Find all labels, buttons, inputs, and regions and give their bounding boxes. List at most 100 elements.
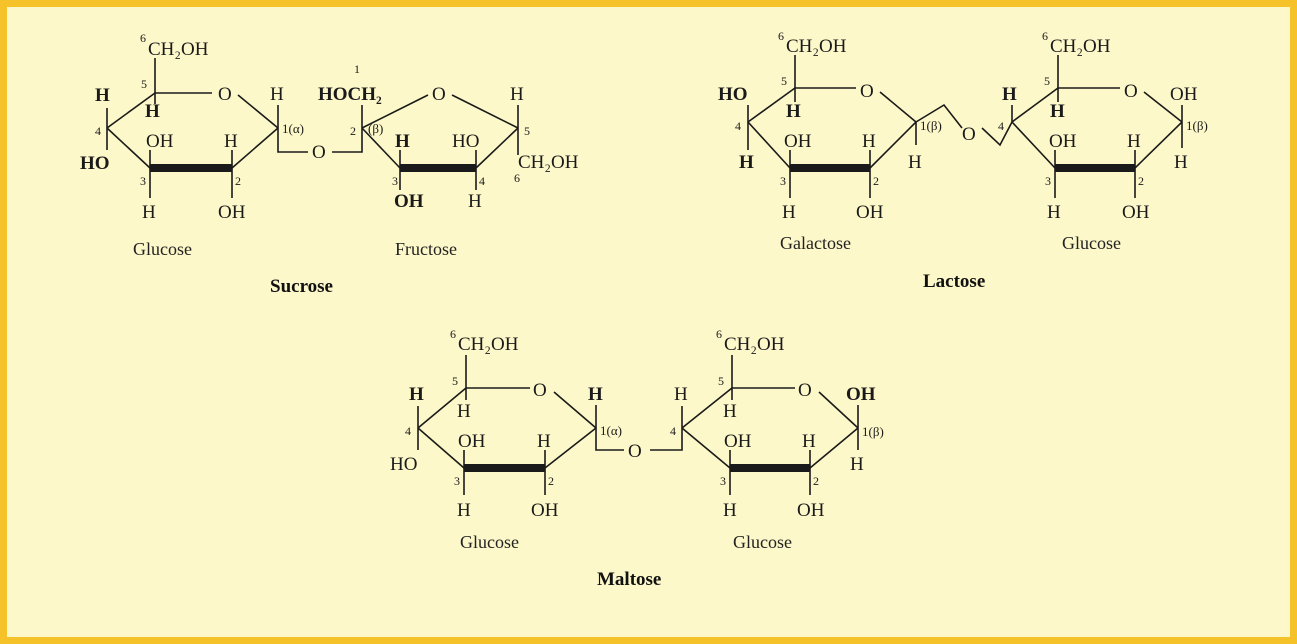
- carbon-number-6: 6: [514, 171, 520, 185]
- carbon-number-3: 3: [720, 474, 726, 488]
- hydroxyl-group: OH: [394, 191, 424, 212]
- ring-bond: [361, 127, 401, 169]
- carbon-number-2: 2: [1138, 174, 1144, 188]
- ring-bond: [1143, 91, 1183, 123]
- hydrogen-atom: H: [270, 84, 284, 105]
- ring-bond: [553, 391, 597, 429]
- sugar-name-glucose: Glucose: [460, 532, 519, 552]
- carbon-number-1: 1: [354, 62, 360, 76]
- sugar-name-glucose: Glucose: [1062, 233, 1121, 253]
- carbon-number-5: 5: [1044, 74, 1050, 88]
- anomeric-label: 1(β): [862, 424, 884, 439]
- hydroxyl-group: HO: [718, 84, 748, 105]
- hydrogen-atom: H: [224, 131, 238, 152]
- hydrogen-atom: H: [468, 191, 482, 212]
- ring-bond: [1011, 87, 1059, 123]
- carbon-number-2: 2: [350, 124, 356, 138]
- hydrogen-atom: H: [95, 85, 110, 106]
- carbon-number-6: 6: [778, 29, 784, 43]
- ch2oh-group: CH₂OH: [458, 334, 519, 355]
- hydrogen-atom: H: [145, 101, 160, 122]
- sugar-name-glucose: Glucose: [133, 239, 192, 259]
- hydrogen-atom: H: [908, 152, 922, 173]
- carbon-number-4: 4: [735, 119, 741, 133]
- maltose-title: Maltose: [597, 569, 661, 590]
- hydrogen-atom: H: [1047, 202, 1061, 223]
- glycosidic-oxygen: O: [628, 441, 642, 462]
- ring-bond: [1134, 121, 1183, 169]
- lactose-structure: 6 CH₂OH O 5 H HO 4 H OH H 1(β) H 3 2 H O…: [718, 29, 1208, 292]
- ch2oh-group: CH₂OH: [724, 334, 785, 355]
- carbon-number-5: 5: [781, 74, 787, 88]
- ring-oxygen: O: [218, 84, 232, 105]
- sucrose-glucose-ring: 6 CH₂OH O 5 H H 4 HO OH H 3 2 H OH H 1(α…: [80, 31, 363, 259]
- hydrogen-atom: H: [1002, 84, 1017, 105]
- ring-bond: [417, 427, 465, 469]
- anomeric-label: 1(α): [282, 121, 304, 136]
- hydroxyl-group: OH: [784, 131, 812, 152]
- carbon-number-6: 6: [140, 31, 146, 45]
- hydroxyl-group: OH: [846, 384, 876, 405]
- lactose-title: Lactose: [923, 271, 985, 292]
- maltose-glucose-ring-a: 6 CH₂OH O 5 H H 4 HO OH H H 1(α) 3 2 H O…: [390, 327, 624, 552]
- carbon-number-6: 6: [716, 327, 722, 341]
- carbon-number-6: 6: [450, 327, 456, 341]
- carbon-number-6: 6: [1042, 29, 1048, 43]
- hydrogen-atom: H: [510, 84, 524, 105]
- hydroxyl-group: OH: [797, 500, 825, 521]
- carbon-number-3: 3: [1045, 174, 1051, 188]
- hydrogen-atom: H: [739, 152, 754, 173]
- hydroxyl-group: HO: [390, 454, 417, 475]
- carbon-number-4: 4: [479, 174, 485, 188]
- carbon-number-5: 5: [452, 374, 458, 388]
- carbon-number-3: 3: [780, 174, 786, 188]
- ch2oh-group: CH₂OH: [518, 152, 579, 173]
- sucrose-title: Sucrose: [270, 276, 333, 297]
- hydrogen-atom: H: [782, 202, 796, 223]
- ring-bond: [417, 387, 467, 429]
- glycosidic-bond: [915, 103, 963, 129]
- hydroxyl-group: OH: [146, 131, 174, 152]
- ring-bond: [106, 127, 151, 169]
- glycosidic-bond: [595, 428, 624, 451]
- ring-bond: [818, 391, 859, 429]
- hydrogen-atom: H: [409, 384, 424, 405]
- ring-bond: [106, 92, 156, 129]
- hydroxyl-group: OH: [1049, 131, 1077, 152]
- hydroxyl-group: OH: [1122, 202, 1150, 223]
- ring-oxygen: O: [432, 84, 446, 105]
- carbon-number-5: 5: [718, 374, 724, 388]
- glycosidic-bond: [332, 128, 363, 153]
- ring-bond: [231, 127, 279, 169]
- ring-bond: [747, 87, 796, 123]
- ring-bond: [809, 427, 859, 469]
- sucrose-fructose-ring: 1 HOCH₂ O H 2 (β) H HO 5 CH₂OH 6 3 4 OH …: [318, 62, 579, 259]
- glycosidic-bond: [650, 428, 683, 451]
- hydroxyl-group: HO: [452, 131, 479, 152]
- ring-oxygen: O: [533, 380, 547, 401]
- ring-bond: [475, 127, 519, 169]
- hydrogen-atom: H: [786, 101, 801, 122]
- hydrogen-atom: H: [723, 500, 737, 521]
- carbon-number-2: 2: [235, 174, 241, 188]
- hydrogen-atom: H: [723, 401, 737, 422]
- lactose-glucose-ring: 6 CH₂OH O 5 H H 4 OH 1(β) H OH H 3 2 H O…: [981, 29, 1208, 253]
- hydrogen-atom: H: [395, 131, 410, 152]
- carbon-number-5: 5: [524, 124, 530, 138]
- ring-bond: [544, 427, 597, 469]
- ring-oxygen: O: [1124, 81, 1138, 102]
- ring-bond: [681, 427, 731, 469]
- carbon-number-2: 2: [548, 474, 554, 488]
- carbon-number-5: 5: [141, 77, 147, 91]
- ring-oxygen: O: [798, 380, 812, 401]
- carbon-number-2: 2: [813, 474, 819, 488]
- maltose-glucose-ring-b: 6 CH₂OH O 5 H H 4 OH 1(β) H OH H 3 2 H O…: [650, 327, 884, 552]
- carbon-number-4: 4: [670, 424, 676, 438]
- hydrogen-atom: H: [1127, 131, 1141, 152]
- carbon-number-4: 4: [998, 119, 1004, 133]
- hydrogen-atom: H: [862, 131, 876, 152]
- carbon-number-3: 3: [140, 174, 146, 188]
- hydroxyl-group: OH: [531, 500, 559, 521]
- lactose-galactose-ring: 6 CH₂OH O 5 H HO 4 H OH H 1(β) H 3 2 H O…: [718, 29, 963, 253]
